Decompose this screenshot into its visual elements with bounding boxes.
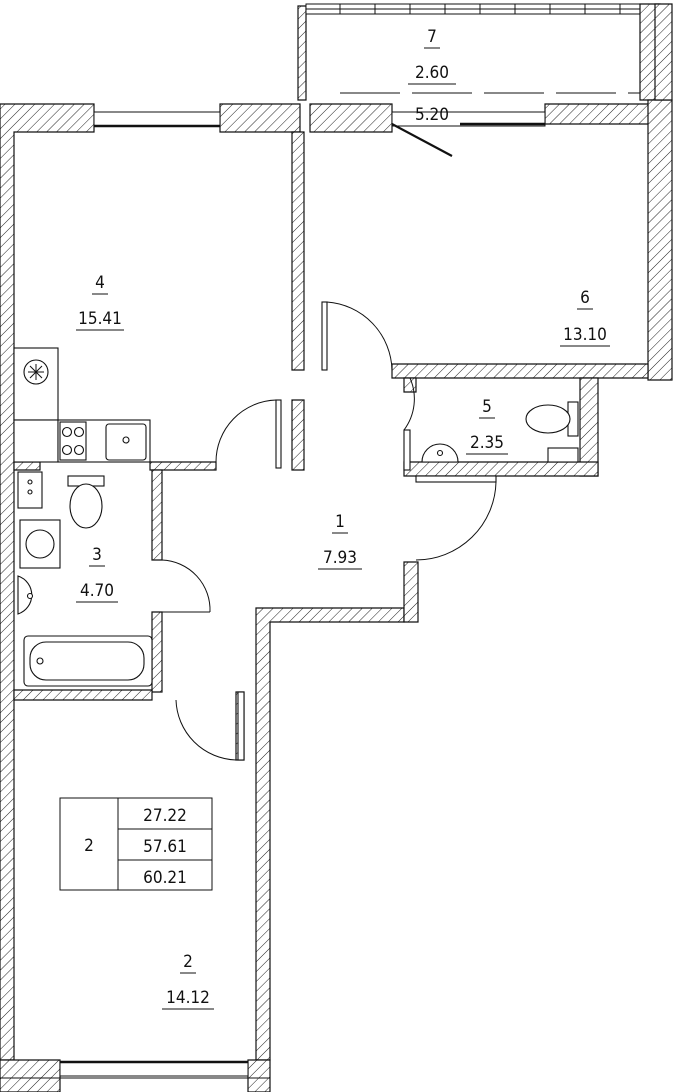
windows (0, 111, 546, 1079)
burner-icon (61, 426, 73, 438)
balcony (297, 3, 661, 101)
room-5-area: 2.35 (470, 433, 504, 453)
left-exterior-wall (0, 103, 95, 1061)
bath-right-wall-upper (151, 469, 163, 561)
summary-rooms-count: 2 (84, 836, 94, 856)
corridor-step-wall (403, 561, 419, 623)
summary-total-with-balcony: 60.21 (143, 868, 187, 888)
right-exterior-wall (647, 99, 673, 381)
sink-drain-icon (122, 436, 130, 444)
bath-bottom-wall (13, 689, 153, 701)
room-2-number: 2 (183, 952, 193, 972)
room-4-number: 4 (95, 273, 105, 293)
room-1-area: 7.93 (323, 548, 357, 568)
kitchen-bottom-wall-left (13, 461, 41, 471)
summary-table (59, 797, 213, 891)
kitchen-fixtures (13, 347, 151, 463)
door-room-3 (161, 559, 211, 613)
wall-5-right (579, 377, 599, 477)
toilet-icon (69, 483, 103, 529)
bathroom-fixtures (17, 471, 153, 687)
wall-5-bottom (403, 461, 599, 477)
bottom-wall-right (247, 1059, 271, 1092)
door-corridor (415, 481, 497, 561)
wc-toilet-icon (525, 404, 571, 434)
summary-total-area: 57.61 (143, 837, 187, 857)
partition-4-6-upper (291, 131, 305, 371)
stove (59, 421, 87, 461)
bathtub-basin (29, 641, 145, 681)
room-3-number: 3 (92, 545, 102, 565)
window-room-4 (93, 111, 221, 127)
room-4-area: 15.41 (78, 309, 122, 329)
room-5-number: 5 (482, 397, 492, 417)
balcony-extra-area: 5.20 (415, 105, 449, 125)
room-7-number: 7 (427, 27, 437, 47)
top-wall-right-b (544, 103, 661, 125)
door-room-2 (175, 699, 237, 761)
room-labels: 7 2.60 5.20 4 15.41 6 13.10 5 2.35 1 7.9… (76, 27, 610, 1010)
walls (0, 3, 673, 1092)
wall-6-5 (391, 363, 649, 379)
wc-panel (547, 447, 579, 463)
window-room-6 (391, 111, 546, 127)
washer-icon (25, 529, 55, 559)
balcony-door (391, 123, 453, 157)
room-3-area: 4.70 (80, 581, 114, 601)
kitchen-bottom-wall (149, 461, 217, 471)
door-room-5 (403, 377, 415, 431)
bottom-wall-left (0, 1059, 61, 1092)
right-upper-wall (654, 3, 673, 101)
wall-5-left-stub (403, 377, 417, 393)
partition-4-6-lower (291, 399, 305, 471)
top-wall-mid (219, 103, 301, 133)
summary-living-area: 27.22 (143, 806, 187, 826)
top-wall-right-a (309, 103, 393, 133)
corridor-right-wall (255, 607, 405, 1061)
balcony-left-wall (297, 5, 307, 101)
door-room-6 (326, 301, 393, 371)
doors (161, 123, 497, 761)
room-7-area: 2.60 (415, 63, 449, 83)
room-6-number: 6 (580, 288, 590, 308)
window-room-2 (59, 1061, 249, 1077)
wc-fixtures (421, 401, 579, 463)
bath-right-wall-lower (151, 611, 163, 693)
room-1-number: 1 (335, 512, 345, 532)
door-room-4 (215, 399, 277, 463)
room-2-area: 14.12 (166, 988, 210, 1008)
room-6-area: 13.10 (563, 325, 607, 345)
